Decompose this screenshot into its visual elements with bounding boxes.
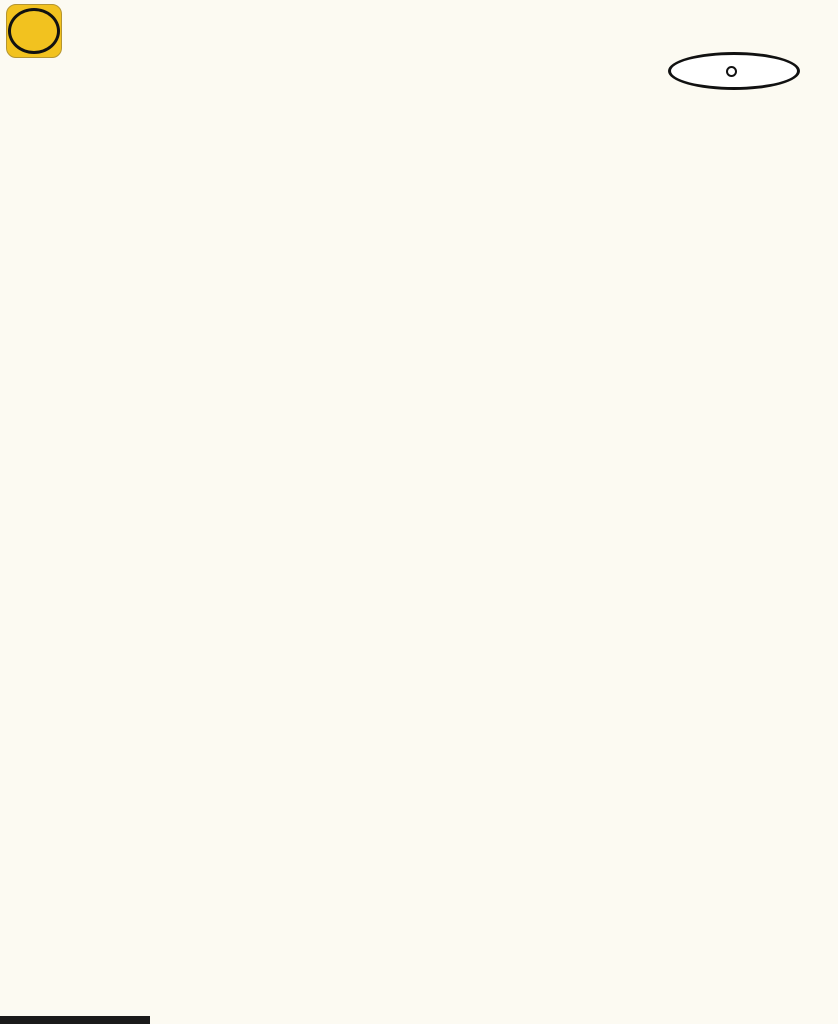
station-dot-icon — [726, 65, 737, 77]
metro-logo — [6, 4, 62, 58]
legend-right — [688, 842, 834, 847]
bottom-strip — [0, 1016, 150, 1024]
sparta-legend-badge — [668, 52, 800, 90]
metro-logo-ring-icon — [8, 8, 60, 54]
